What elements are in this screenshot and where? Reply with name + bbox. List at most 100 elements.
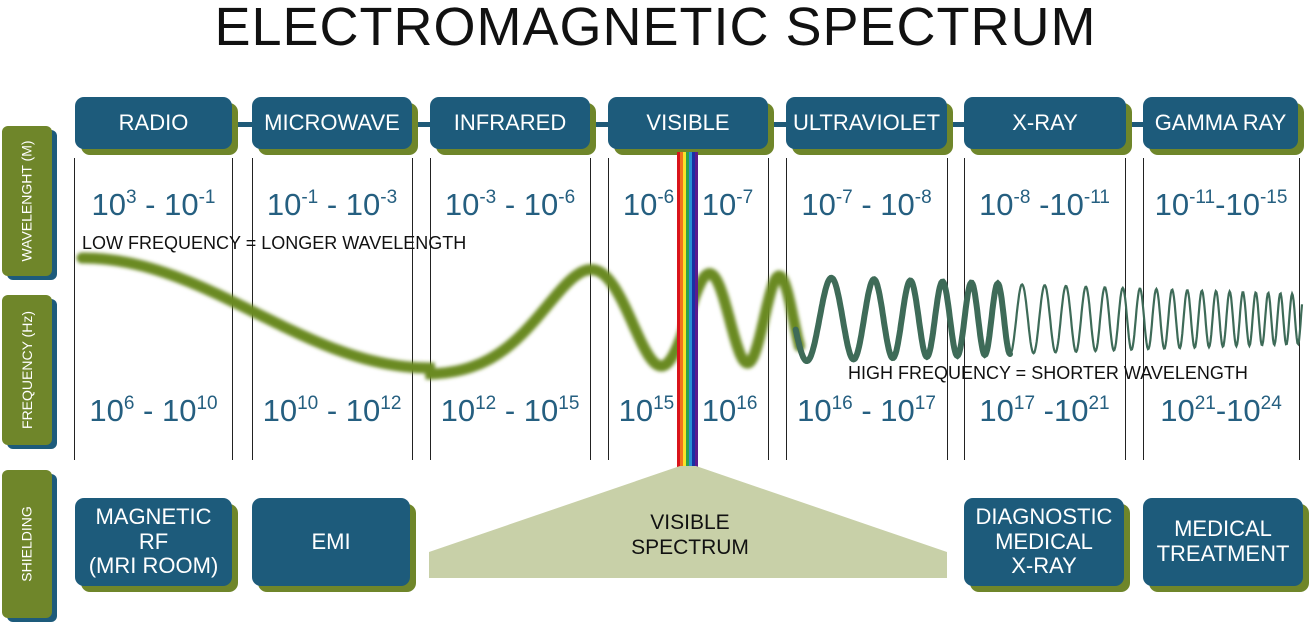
exponent: 3 bbox=[125, 187, 137, 208]
band-connector bbox=[410, 122, 434, 127]
band-connector bbox=[1125, 122, 1149, 127]
column-divider bbox=[232, 158, 233, 460]
separator: - bbox=[1035, 393, 1054, 428]
wave-mid-segment bbox=[792, 274, 1013, 364]
base: 10 bbox=[89, 393, 124, 428]
shield-line: RF bbox=[138, 528, 169, 554]
exponent: 12 bbox=[475, 393, 497, 414]
exponent: -8 bbox=[1013, 187, 1031, 208]
rainbow-stripe bbox=[683, 152, 686, 468]
base: 10 bbox=[262, 393, 298, 428]
exponent: -11 bbox=[1083, 187, 1110, 208]
shield-medical-treatment: MEDICAL TREATMENT bbox=[1143, 498, 1303, 586]
exponent: 16 bbox=[831, 393, 853, 414]
exponent: 17 bbox=[1013, 393, 1036, 414]
separator: - bbox=[134, 393, 162, 428]
base: 10 bbox=[622, 187, 658, 222]
separator: - bbox=[852, 393, 881, 428]
base: 10 bbox=[880, 393, 915, 428]
band-connector bbox=[588, 122, 612, 127]
base: 10 bbox=[701, 187, 737, 222]
exponent: 10 bbox=[297, 393, 319, 414]
shield-diagnostic-xray: DIAGNOSTIC MEDICAL X-RAY bbox=[964, 498, 1124, 586]
wavelength-value-gamma-ray: 10-11-10-15 bbox=[1143, 187, 1299, 223]
band-connector bbox=[945, 122, 969, 127]
base: 10 bbox=[440, 393, 476, 428]
rainbow-stripe bbox=[677, 152, 680, 468]
wavelength-side-label: WAVELENGHT (M) bbox=[2, 126, 52, 276]
separator: - bbox=[136, 187, 165, 222]
exponent: -7 bbox=[736, 187, 754, 208]
base: 10 bbox=[979, 187, 1014, 222]
rainbow-stripe bbox=[695, 152, 698, 468]
frequency-value-infrared: 1012 - 1015 bbox=[430, 393, 590, 429]
visible-spectrum-line: SPECTRUM bbox=[631, 536, 749, 560]
base: 10 bbox=[801, 187, 836, 222]
shield-line: TREATMENT bbox=[1156, 541, 1290, 566]
exponent: -7 bbox=[835, 187, 853, 208]
base: 10 bbox=[164, 187, 199, 222]
diagram-title: ELECTROMAGNETIC SPECTRUM bbox=[214, 0, 1097, 57]
frequency-value-microwave: 1010 - 1012 bbox=[252, 393, 412, 429]
base: 10 bbox=[880, 187, 915, 222]
exponent: 17 bbox=[914, 393, 936, 414]
rainbow-stripe bbox=[689, 152, 692, 468]
base: 10 bbox=[1049, 187, 1084, 222]
exponent: -3 bbox=[479, 187, 497, 208]
shield-line: MAGNETIC bbox=[95, 504, 212, 530]
shield-line: MEDICAL bbox=[995, 528, 1093, 554]
base: 10 bbox=[345, 393, 381, 428]
shield-line: X-RAY bbox=[1011, 553, 1077, 579]
exponent: 16 bbox=[736, 393, 758, 414]
base: 10 bbox=[797, 393, 832, 428]
base: 10 bbox=[1154, 187, 1190, 222]
exponent: -1 bbox=[198, 187, 216, 208]
band-ultraviolet: ULTRAVIOLET bbox=[786, 97, 947, 149]
rainbow-stripe bbox=[692, 152, 695, 468]
band-infrared: INFRARED bbox=[430, 97, 590, 149]
base: 10 bbox=[1160, 393, 1195, 428]
shield-emi: EMI bbox=[252, 498, 410, 586]
base: 10 bbox=[1226, 393, 1261, 428]
exponent: -6 bbox=[657, 187, 675, 208]
exponent: 15 bbox=[653, 393, 675, 414]
frequency-value-radio: 106 - 1010 bbox=[75, 393, 232, 429]
column-divider bbox=[590, 158, 591, 460]
base: 10 bbox=[979, 393, 1014, 428]
rainbow-stripe bbox=[686, 152, 689, 468]
exponent: 12 bbox=[380, 393, 402, 414]
exponent: 24 bbox=[1260, 393, 1282, 414]
visible-spectrum-trapezoid bbox=[429, 466, 947, 578]
exponent: -1 bbox=[301, 187, 319, 208]
wavelength-value-ultraviolet: 10-7 - 10-8 bbox=[786, 187, 947, 223]
frequency-value-gamma-ray: 1021-1024 bbox=[1143, 393, 1299, 429]
band-connector bbox=[766, 122, 790, 127]
separator: - bbox=[318, 393, 346, 428]
separator: - bbox=[496, 187, 524, 222]
wavelength-value-radio: 103 - 10-1 bbox=[75, 187, 232, 223]
visible-light-rainbow bbox=[677, 152, 698, 468]
low-frequency-note: LOW FREQUENCY = LONGER WAVELENGTH bbox=[82, 233, 467, 253]
exponent: 15 bbox=[558, 393, 580, 414]
base: 10 bbox=[444, 187, 480, 222]
shield-line: MEDICAL bbox=[1174, 516, 1272, 542]
base: 10 bbox=[1053, 393, 1089, 428]
rainbow-stripe bbox=[680, 152, 683, 468]
wavelength-value-microwave: 10-1 - 10-3 bbox=[252, 187, 412, 223]
separator: - bbox=[496, 393, 524, 428]
base: 10 bbox=[523, 393, 559, 428]
exponent: 6 bbox=[123, 393, 135, 414]
base: 10 bbox=[523, 187, 559, 222]
band-x-ray: X-RAY bbox=[964, 97, 1126, 149]
column-divider bbox=[74, 158, 75, 460]
base: 10 bbox=[91, 187, 126, 222]
base: 10 bbox=[701, 393, 737, 428]
separator: - bbox=[852, 187, 881, 222]
band-radio: RADIO bbox=[75, 97, 232, 149]
exponent: -11 bbox=[1189, 187, 1216, 208]
shield-line: DIAGNOSTIC bbox=[975, 504, 1113, 530]
shielding-side-label: SHIELDING bbox=[2, 470, 52, 618]
frequency-side-label: FREQUENCY (Hz) bbox=[2, 295, 52, 445]
column-divider bbox=[430, 158, 431, 460]
high-frequency-note: HIGH FREQUENCY = SHORTER WAVELENGTH bbox=[848, 363, 1248, 383]
